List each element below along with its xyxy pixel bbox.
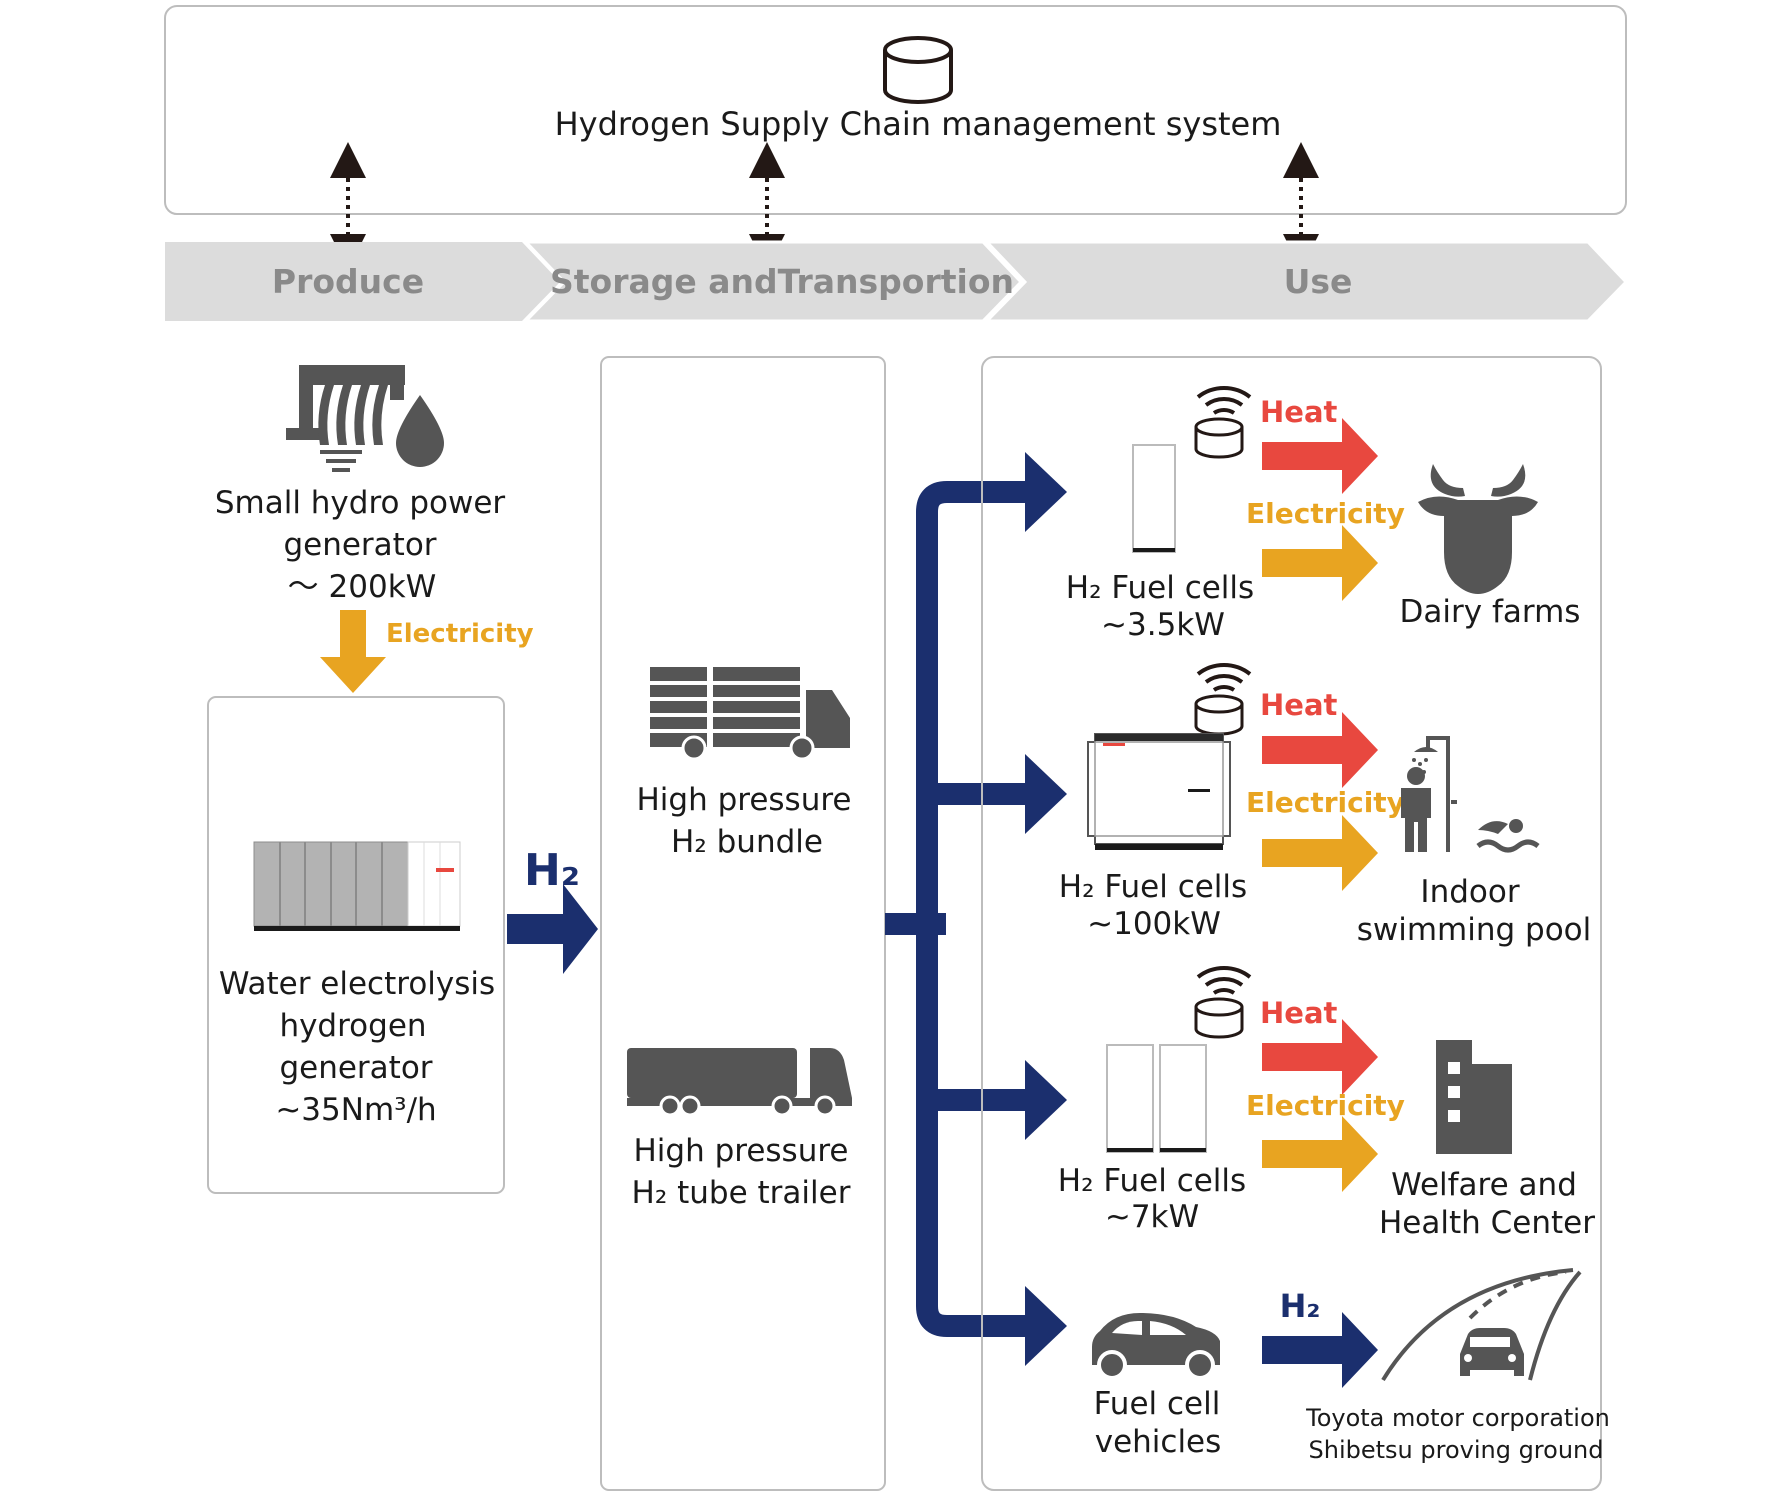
fuel-cell-capacity-1: ~3.5kW — [1101, 607, 1225, 643]
bundle-truck-icon — [650, 667, 850, 761]
hydro-dam-icon — [286, 365, 444, 472]
electrolyzer-cabinet-icon — [253, 841, 461, 931]
destination-label-2a: Indoor — [1420, 874, 1519, 910]
hydro-name-line2: generator — [283, 527, 436, 563]
bundle-line1: High pressure — [636, 782, 851, 818]
hydro-name-line1: Small hydro power — [215, 485, 506, 521]
wireless-database-icon — [1194, 663, 1252, 736]
use-row-3: H₂ Fuel cells ~7kW Heat Electricity Welf… — [1058, 966, 1595, 1241]
stage-use-chevron — [983, 240, 1629, 323]
electrolysis-panel — [207, 696, 505, 1194]
shower-swimmer-icon — [1401, 736, 1540, 853]
management-system-title: Hydrogen Supply Chain management system — [555, 105, 1282, 143]
arrow-head-row3 — [1025, 1060, 1067, 1140]
use-row-1: H₂ Fuel cells ~3.5kW Heat Electricity Da… — [1066, 386, 1581, 643]
destination-label-1: Dairy farms — [1400, 594, 1581, 630]
road-car-icon — [1381, 1268, 1582, 1382]
vehicle-h2-arrow — [1262, 1312, 1378, 1388]
wireless-database-icon — [1194, 966, 1252, 1039]
fuel-cell-capacity-2: ~100kW — [1087, 906, 1221, 942]
cow-icon — [1418, 464, 1538, 594]
stage-produce-label: Produce — [272, 262, 424, 301]
use-row-2: H₂ Fuel cells ~100kW Heat Electricity In… — [1059, 663, 1592, 948]
use-row-vehicle: Fuel cell vehicles H₂ Toyota motor corpo… — [1092, 1268, 1610, 1464]
hydro-capacity: ～ 200kW — [288, 569, 437, 605]
electricity-label-1: Electricity — [1246, 497, 1405, 530]
produce-h2-label: H₂ — [524, 845, 580, 896]
trailer-line2: H₂ tube trailer — [632, 1175, 851, 1211]
vehicle-destination-line2: Shibetsu proving ground — [1309, 1436, 1604, 1464]
trailer-line1: High pressure — [633, 1133, 848, 1169]
fuel-cell-unit-icon — [1132, 444, 1176, 553]
vehicle-h2-label: H₂ — [1280, 1287, 1321, 1325]
h2-right-arrow — [507, 884, 598, 974]
management-system-panel: Hydrogen Supply Chain management system — [164, 5, 1627, 215]
vehicle-label-line2: vehicles — [1095, 1424, 1222, 1460]
storage-panel — [600, 356, 886, 1491]
destination-label-2b: swimming pool — [1357, 912, 1592, 948]
fuel-cell-label-2: H₂ Fuel cells — [1059, 869, 1247, 905]
heat-label-1: Heat — [1260, 395, 1338, 429]
vehicle-label-line1: Fuel cell — [1094, 1386, 1221, 1422]
system-link-arrows — [330, 142, 1319, 270]
electricity-arrow-2 — [1262, 815, 1378, 891]
electrolysis-line3: generator — [279, 1050, 432, 1086]
car-icon — [1092, 1313, 1220, 1380]
heat-label-3: Heat — [1260, 996, 1338, 1030]
destination-label-3a: Welfare and — [1391, 1167, 1577, 1203]
electrolysis-line1: Water electrolysis — [219, 966, 495, 1002]
fuel-cell-unit-icon — [1106, 1044, 1207, 1153]
bundle-line2: H₂ bundle — [671, 824, 823, 860]
stage-use-label: Use — [1284, 262, 1353, 301]
electricity-down-arrow — [320, 610, 386, 693]
heat-label-2: Heat — [1260, 688, 1338, 722]
heat-arrow-1 — [1262, 418, 1378, 494]
electricity-label-3: Electricity — [1246, 1089, 1405, 1122]
stage-band: Produce Storage andTransportion Use — [165, 240, 1629, 323]
arrow-head-vehicle — [1025, 1286, 1067, 1366]
electricity-arrow-3 — [1262, 1116, 1378, 1192]
building-icon — [1436, 1040, 1512, 1154]
fuel-cell-capacity-3: ~7kW — [1105, 1199, 1199, 1235]
destination-label-3b: Health Center — [1379, 1205, 1595, 1241]
fuel-cell-label-1: H₂ Fuel cells — [1066, 570, 1254, 606]
fuel-cell-unit-icon — [1087, 733, 1231, 850]
vehicle-destination-line1: Toyota motor corporation — [1305, 1404, 1610, 1432]
heat-arrow-2 — [1262, 712, 1378, 788]
electricity-label-2: Electricity — [1246, 786, 1405, 819]
stage-storage-chevron — [522, 240, 1024, 323]
stage-storage-label: Storage andTransportion — [550, 262, 1014, 301]
heat-arrow-3 — [1262, 1019, 1378, 1095]
electricity-arrow-1 — [1262, 525, 1378, 601]
produce-electricity-label: Electricity — [386, 619, 534, 649]
arrow-head-row1 — [1025, 452, 1067, 532]
use-panel — [981, 356, 1602, 1491]
stage-produce-chevron — [165, 242, 560, 321]
distribution-arrows — [885, 452, 1067, 1366]
electrolysis-line2: hydrogen — [279, 1008, 426, 1044]
distribution-trunk — [885, 481, 1030, 1337]
electrolysis-capacity: ~35Nm³/h — [275, 1092, 436, 1128]
database-icon — [883, 36, 953, 104]
tube-trailer-icon — [627, 1048, 852, 1117]
arrow-head-row2 — [1025, 754, 1067, 834]
fuel-cell-label-3: H₂ Fuel cells — [1058, 1163, 1246, 1199]
wireless-database-icon — [1194, 386, 1252, 459]
